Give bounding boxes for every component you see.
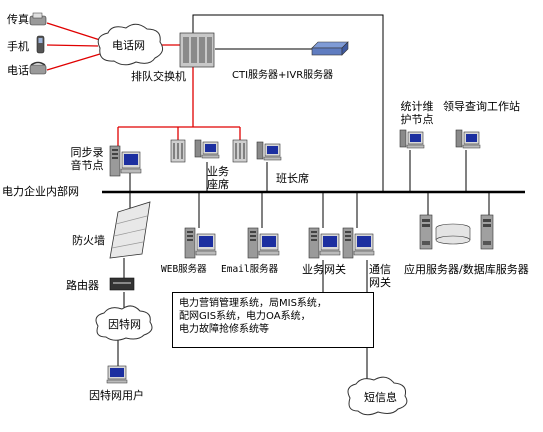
agent-seat-rack-2: [232, 139, 248, 163]
phone-network-cloud: [97, 23, 164, 66]
mobile-phone-icon: [36, 35, 45, 54]
enterprise-lan-label: 电力企业内部网: [2, 185, 79, 198]
router-icon: [109, 277, 135, 291]
internet-user-label: 因特网用户: [89, 389, 144, 402]
web-server-label: WEB服务器: [161, 264, 207, 275]
cti-ivr-label: CTI服务器+IVR服务器: [232, 70, 334, 81]
fax-label: 传真: [7, 13, 29, 26]
business-systems-note: 电力营销管理系统，局MIS系统， 配网GIS系统，电力OA系统， 电力故障抢修系…: [172, 292, 374, 348]
monitor-seat-label: 班长席: [276, 172, 309, 185]
systems-note-line-3: 电力故障抢修系统等: [179, 324, 269, 335]
mobile-label: 手机: [7, 40, 29, 53]
firewall-icon: [109, 201, 151, 259]
comm-gateway-icon: [342, 227, 375, 259]
fax-icon: [29, 12, 47, 26]
internet-cloud: [95, 305, 153, 341]
router-label: 路由器: [66, 279, 99, 292]
desk-phone-icon: [29, 61, 47, 75]
systems-note-line-2: 配网GIS系统，电力OA系统，: [179, 311, 311, 322]
cti-ivr-server-icon: [311, 41, 349, 56]
stats-node-label: 统计维护节点: [400, 100, 434, 126]
queue-switch-icon: [179, 32, 215, 68]
sms-label: 短信息: [364, 391, 397, 404]
comm-gateway-label: 通信网关: [369, 263, 391, 289]
sms-cloud: [347, 376, 408, 416]
app-server-icon: [419, 214, 433, 250]
sync-recording-label: 同步录音节点: [70, 146, 104, 172]
firewall-label: 防火墙: [72, 234, 105, 247]
agent-seat-rack-1: [170, 139, 186, 163]
systems-note-line-1: 电力营销管理系统，局MIS系统，: [179, 298, 327, 309]
leader-station-pc: [455, 129, 481, 149]
app-db-server-label: 应用服务器/数据库服务器: [404, 263, 529, 276]
queue-switch-label: 排队交换机: [131, 70, 186, 83]
email-server-label: Email服务器: [221, 264, 279, 275]
db-storage-icon: [435, 223, 471, 245]
web-server-icon: [184, 227, 217, 259]
agent-seat-pc: [194, 139, 220, 159]
business-gateway-label: 业务网关: [302, 263, 346, 276]
internet-user-pc: [106, 365, 128, 384]
telephone-label: 电话: [7, 64, 29, 77]
business-gateway-icon: [308, 227, 341, 259]
sync-recording-node-icon: [109, 145, 142, 177]
leader-station-label: 领导查询工作站: [443, 100, 520, 113]
email-server-icon: [247, 227, 280, 259]
db-server-icon: [480, 214, 494, 250]
agent-seat-label: 业务座席: [207, 165, 229, 191]
links: [46, 14, 525, 382]
stats-node-pc: [399, 129, 425, 149]
phone-network-label: 电话网: [112, 39, 145, 52]
internet-label: 因特网: [108, 318, 141, 331]
monitor-seat-pc: [256, 141, 282, 161]
